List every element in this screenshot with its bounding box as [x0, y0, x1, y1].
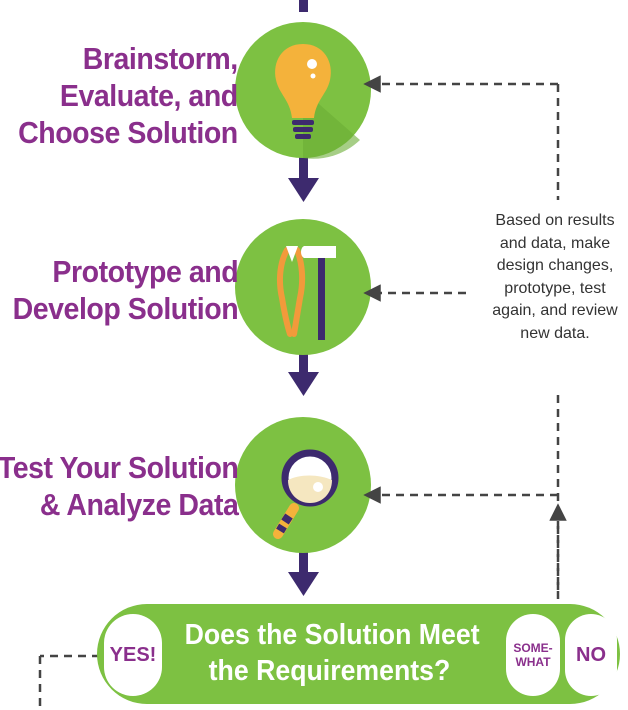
step-label-line: Choose Solution [18, 115, 238, 150]
somewhat-option: SOME- WHAT [506, 614, 560, 696]
feedback-note-line: again, and review [492, 302, 618, 319]
connector-arrow-top [299, 0, 308, 12]
feedback-loop [38, 75, 567, 710]
feedback-note-line: prototype, test [504, 279, 606, 297]
yes-option: YES! [104, 614, 162, 696]
step-label-line: Brainstorm, [82, 41, 238, 76]
step-label-line: Evaluate, and [60, 78, 238, 113]
somewhat-label-line: WHAT [515, 655, 551, 669]
somewhat-label-line: SOME- [513, 641, 553, 655]
step-label-line: Test Your Solution [0, 450, 238, 485]
decision-question-line: the Requirements? [208, 655, 451, 687]
lightbulb-icon [275, 44, 331, 139]
magnifier-icon [273, 449, 339, 539]
no-label: NO [576, 643, 606, 666]
decision-question: Does the Solution Meet the Requirements? [184, 617, 480, 689]
connector-arrow-3 [288, 552, 319, 596]
feedback-note: Based on results and data, make design c… [485, 210, 625, 345]
connector-arrow-2 [288, 352, 319, 396]
step-label-line: Develop Solution [12, 291, 238, 326]
decision-question-line: Does the Solution Meet [184, 619, 480, 651]
feedback-note-line: Based on results [495, 212, 615, 229]
step-label-line: Prototype and [52, 254, 238, 289]
step-label-brainstorm: Brainstorm, Evaluate, and Choose Solutio… [18, 40, 238, 151]
step-label-line: & Analyze Data [39, 487, 239, 522]
connector-arrow-1 [288, 156, 319, 202]
feedback-note-line: and data, make [499, 234, 611, 252]
yes-label: YES! [109, 643, 157, 666]
no-option: NO [565, 614, 617, 696]
step-label-test: Test Your Solution & Analyze Data [0, 449, 238, 523]
tools-icon [276, 246, 336, 340]
feedback-note-line: design changes, [496, 257, 614, 274]
step-label-prototype: Prototype and Develop Solution [12, 253, 238, 327]
feedback-note-line: new data. [520, 324, 590, 342]
